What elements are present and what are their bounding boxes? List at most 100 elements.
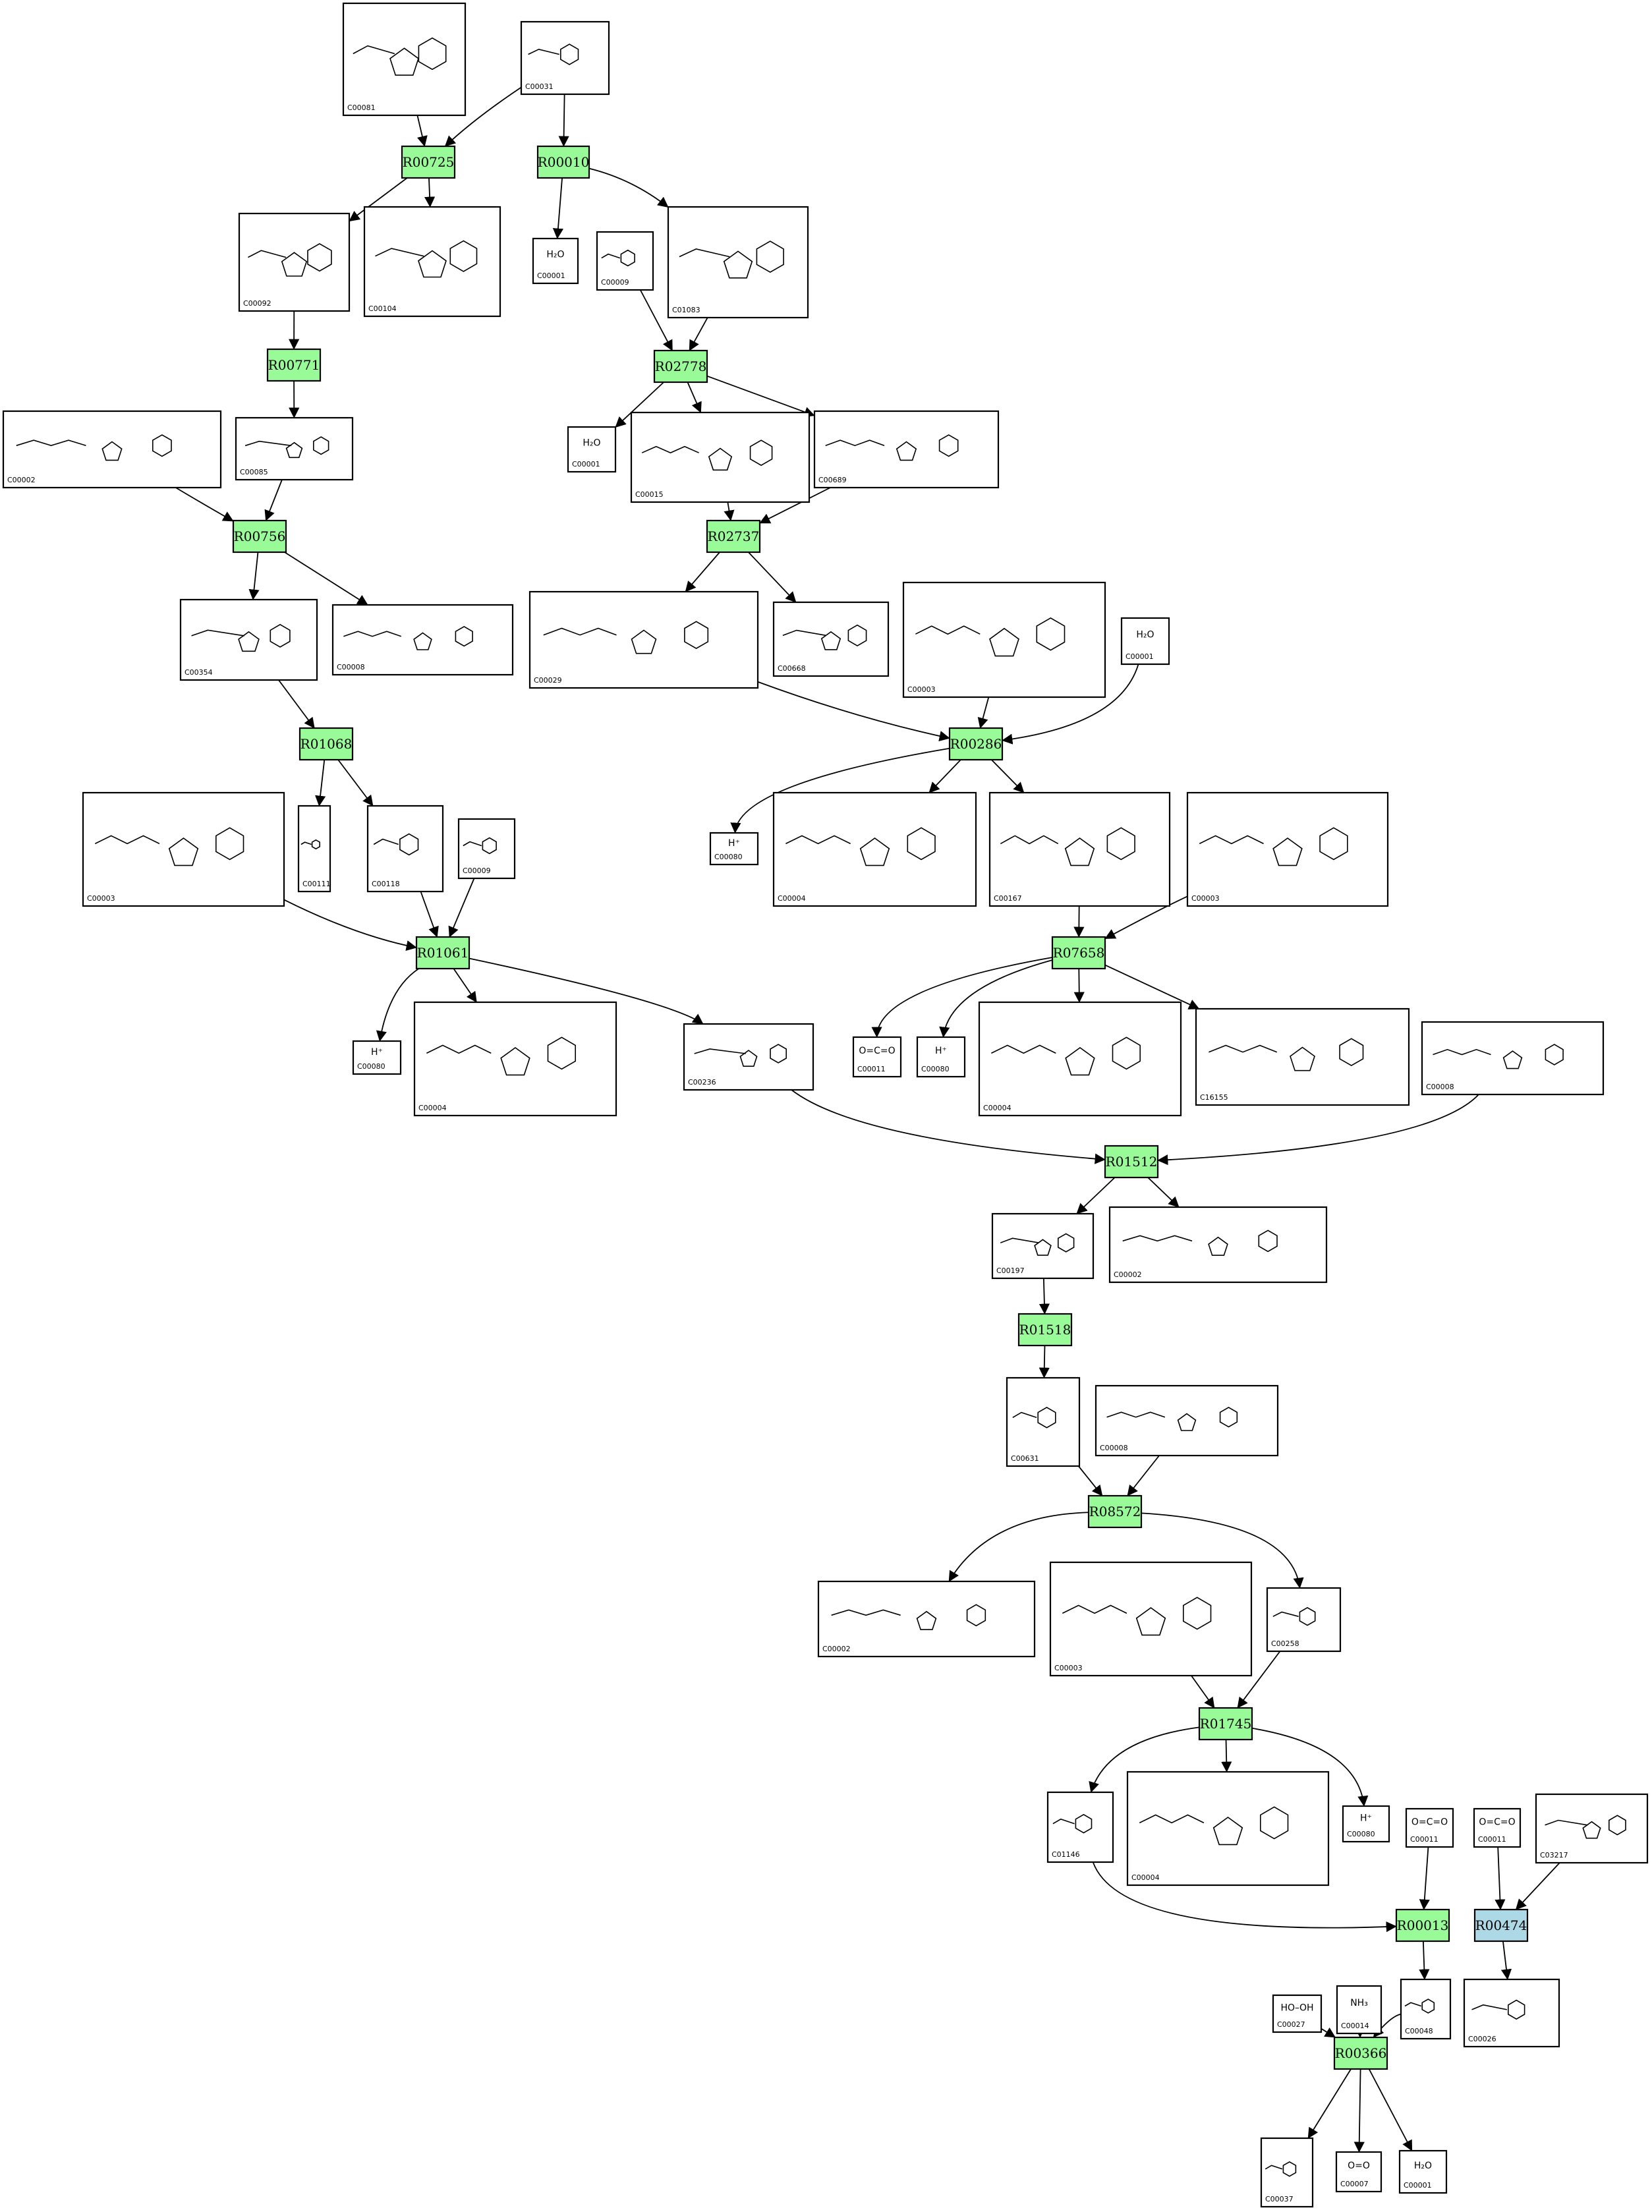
compound-box: [1400, 1978, 1452, 2040]
reaction-node[interactable]: R02778: [653, 349, 708, 383]
compound-node[interactable]: C00085: [235, 416, 354, 481]
chain-shape: [1012, 1411, 1037, 1419]
compound-node[interactable]: H⁺C00080: [916, 1036, 966, 1078]
compound-node[interactable]: C00015: [630, 411, 811, 503]
compound-node[interactable]: C00008: [1095, 1384, 1279, 1457]
reaction-node[interactable]: R01518: [1017, 1313, 1073, 1347]
reaction-node[interactable]: R07658: [1051, 936, 1106, 970]
ring-shape: [1339, 1038, 1364, 1067]
compound-node[interactable]: C00003: [1186, 791, 1389, 907]
compound-node[interactable]: C03217: [1535, 1793, 1649, 1864]
compound-node[interactable]: C00002: [1108, 1206, 1328, 1284]
reaction-node[interactable]: R00771: [266, 348, 322, 382]
reaction-node[interactable]: R01512: [1104, 1145, 1159, 1179]
chain-shape: [1265, 2165, 1283, 2170]
compound-node[interactable]: C00258: [1266, 1587, 1342, 1653]
chain-shape: [343, 631, 401, 637]
reaction-box: [1087, 1494, 1143, 1529]
ring-shape: [749, 440, 773, 467]
reaction-node[interactable]: R00010: [536, 145, 590, 179]
compound-node[interactable]: C00009: [457, 818, 516, 880]
reaction-node[interactable]: R01061: [415, 936, 470, 970]
compound-box: [457, 818, 516, 880]
reaction-edge: [469, 957, 704, 1025]
reaction-edge: [349, 177, 408, 222]
compound-node[interactable]: C00002: [817, 1580, 1036, 1658]
compound-node[interactable]: C00081: [342, 2, 467, 117]
compound-node[interactable]: C00003: [82, 791, 285, 907]
compound-id-label: C00004: [778, 894, 806, 903]
compound-node[interactable]: C00104: [363, 206, 501, 318]
reaction-node[interactable]: R00366: [1333, 2036, 1388, 2070]
compound-node[interactable]: C00689: [813, 410, 1000, 489]
ring-shape: [1208, 1236, 1228, 1256]
reaction-box: [401, 145, 456, 179]
compound-box: [902, 581, 1106, 698]
compound-node[interactable]: C00008: [331, 604, 514, 676]
compound-node[interactable]: H⁺C00080: [352, 1040, 402, 1075]
compound-node[interactable]: C01146: [1046, 1791, 1114, 1863]
reaction-node[interactable]: R00756: [232, 519, 287, 553]
compound-node[interactable]: C00003: [1049, 1561, 1253, 1677]
compound-node[interactable]: C00029: [528, 590, 759, 689]
ring-shape: [739, 1050, 758, 1067]
compound-node[interactable]: C00118: [366, 805, 444, 893]
reaction-node[interactable]: R08572: [1087, 1494, 1143, 1529]
compound-node[interactable]: C00004: [978, 1001, 1182, 1117]
compound-node[interactable]: C00031: [520, 20, 610, 96]
compound-node[interactable]: C00197: [991, 1212, 1095, 1280]
compound-formula: H⁺: [935, 1046, 947, 1056]
chain-shape: [785, 835, 851, 845]
compound-node[interactable]: C00026: [1463, 1978, 1560, 2048]
compound-node[interactable]: C01083: [667, 206, 809, 319]
compound-node[interactable]: C16155: [1195, 1007, 1410, 1106]
compound-node[interactable]: C00631: [1006, 1376, 1081, 1467]
compound-node[interactable]: C00354: [179, 598, 318, 681]
compound-node[interactable]: C00004: [413, 1001, 617, 1117]
compound-node[interactable]: C00008: [1421, 1021, 1605, 1096]
compound-box: [352, 1040, 402, 1075]
reaction-edge: [1368, 2068, 1413, 2151]
compound-node[interactable]: C00236: [683, 1023, 814, 1091]
compound-node[interactable]: C00002: [2, 410, 222, 489]
reaction-box: [1333, 2036, 1388, 2070]
reaction-box: [653, 349, 708, 383]
compound-box: [1120, 617, 1170, 666]
compound-node[interactable]: C00048: [1400, 1978, 1452, 2040]
reaction-node[interactable]: R02737: [706, 519, 761, 553]
compound-box: [772, 791, 977, 907]
compound-node[interactable]: C00004: [1126, 1771, 1330, 1886]
compound-node[interactable]: C00037: [1260, 2137, 1314, 2208]
compound-id-label: C00689: [818, 476, 847, 484]
reaction-node[interactable]: R00474: [1473, 1908, 1529, 1943]
reaction-node[interactable]: R00013: [1395, 1908, 1450, 1943]
compound-node[interactable]: H⁺C00080: [1342, 1805, 1390, 1843]
reaction-box: [299, 727, 354, 761]
ring-shape: [966, 1604, 986, 1627]
compound-node[interactable]: H⁺C00080: [709, 832, 759, 866]
compound-node[interactable]: C00668: [772, 601, 890, 677]
reaction-node[interactable]: R01745: [1198, 1707, 1253, 1741]
reaction-node[interactable]: R00725: [401, 145, 456, 179]
compound-node[interactable]: C00111: [297, 805, 331, 893]
compound-id-label: C00011: [1410, 1835, 1438, 1844]
compound-node[interactable]: C00167: [988, 791, 1171, 907]
compound-node[interactable]: C00092: [238, 212, 351, 312]
compound-node[interactable]: C00004: [772, 791, 977, 907]
compound-node[interactable]: C00009: [596, 231, 654, 291]
compound-node[interactable]: C00003: [902, 581, 1106, 698]
reaction-node[interactable]: R01068: [299, 727, 354, 761]
compound-box: [978, 1001, 1182, 1117]
reaction-node[interactable]: R00286: [948, 727, 1004, 761]
ring-shape: [916, 1610, 937, 1630]
